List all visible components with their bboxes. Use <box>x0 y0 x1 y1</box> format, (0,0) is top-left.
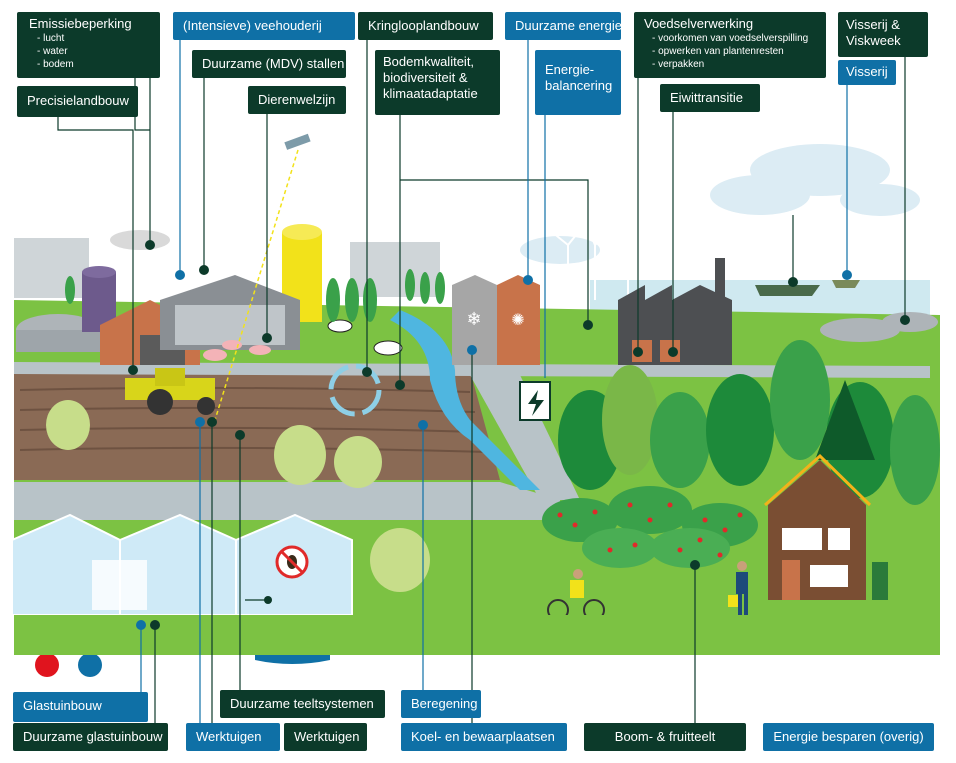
label-beregening: Beregening <box>401 690 481 718</box>
emissie-item-lucht: - lucht <box>37 33 65 44</box>
battery <box>519 381 551 421</box>
leader-lines-blue <box>140 40 848 723</box>
label-mdv-stallen: Duurzame (MDV) stallen <box>192 50 346 78</box>
label-veehouderij: (Intensieve) veehouderij <box>173 12 355 40</box>
label-kringlooplandbouw: Kringlooplandbouw <box>358 12 493 40</box>
label-boom-fruitteelt: Boom- & fruitteelt <box>584 723 746 751</box>
label-duurzame-energie: Duurzame energie <box>505 12 622 40</box>
label-voedselverwerking: Voedselverwerking - voorkomen van voedse… <box>634 12 826 78</box>
orchard <box>542 486 758 568</box>
cycle-arrows <box>328 363 382 417</box>
satellite <box>214 133 311 421</box>
label-voedselverwerking-title: Voedselverwerking <box>644 16 754 31</box>
label-koel-bewaarplaatsen: Koel- en bewaarplaatsen <box>401 723 567 751</box>
bodem-line-3: klimaatadaptatie <box>383 86 478 101</box>
label-werktuigen-blauw: Werktuigen <box>186 723 280 751</box>
wind-turbines <box>551 227 641 300</box>
label-precisielandbouw: Precisielandbouw <box>17 86 138 117</box>
pedestrian <box>728 561 748 618</box>
house <box>764 453 888 600</box>
label-emissiebeperking-title: Emissiebeperking <box>29 16 132 31</box>
emissie-item-bodem: - bodem <box>37 59 74 70</box>
label-duurzame-glastuinbouw: Duurzame glastuinbouw <box>13 723 168 751</box>
boats <box>755 280 860 296</box>
barn-stable <box>160 275 300 350</box>
voedsel-item-3: - verpakken <box>652 59 705 70</box>
label-emissiebeperking: Emissiebeperking - lucht - water - bodem <box>17 12 160 78</box>
svg-text:❄: ❄ <box>466 309 481 330</box>
tractor <box>125 368 215 415</box>
energy-buildings: ❄ ✺ <box>452 275 540 365</box>
fish-tank-2 <box>882 312 938 332</box>
label-visserij: Visserij <box>838 60 896 85</box>
fish-tank-1 <box>820 318 900 342</box>
energie-line-2: balancering <box>545 78 613 93</box>
voedsel-item-2: - opwerken van plantenresten <box>652 46 784 57</box>
foreground-grass <box>14 615 934 655</box>
label-energie-besparen: Energie besparen (overig) <box>763 723 934 751</box>
no-pest-icon <box>275 545 309 579</box>
forest <box>558 340 940 505</box>
leader-dots <box>128 240 910 630</box>
energie-line-1: Energie- <box>545 62 595 77</box>
bodem-line-1: Bodemkwaliteit, <box>383 54 475 69</box>
svg-text:✺: ✺ <box>511 310 524 329</box>
label-visserij-viskweek: Visserij & Viskweek <box>838 12 928 57</box>
river <box>390 310 540 490</box>
clouds <box>110 144 920 264</box>
label-voedselverwerking-items: - voorkomen van voedselverspilling - opw… <box>644 32 816 71</box>
emissie-item-water: - water <box>37 46 68 57</box>
voedsel-item-1: - voorkomen van voedselverspilling <box>652 33 809 44</box>
willow-trees <box>46 400 430 592</box>
label-eiwittransitie: Eiwittransitie <box>660 84 760 112</box>
label-bodemkwaliteit: Bodemkwaliteit, biodiversiteit & klimaat… <box>375 50 500 115</box>
road-3 <box>470 375 580 500</box>
label-energiebalancering: Energie- balancering <box>535 50 621 115</box>
road <box>14 482 560 520</box>
poplar-trees <box>65 269 445 322</box>
leader-lines <box>57 38 906 728</box>
label-duurzame-teeltsystemen: Duurzame teeltsystemen <box>220 690 385 718</box>
city-skyline <box>14 238 440 298</box>
greenhouse-door <box>92 560 147 610</box>
bodem-line-2: biodiversiteit & <box>383 70 468 85</box>
cyclist <box>547 569 605 621</box>
label-glastuinbouw: Glastuinbouw <box>13 692 148 722</box>
label-werktuigen-groen: Werktuigen <box>284 723 367 751</box>
cows <box>327 319 403 356</box>
label-emissiebeperking-items: - lucht - water - bodem <box>29 32 148 71</box>
label-dierenwelzijn: Dierenwelzijn <box>248 86 346 114</box>
